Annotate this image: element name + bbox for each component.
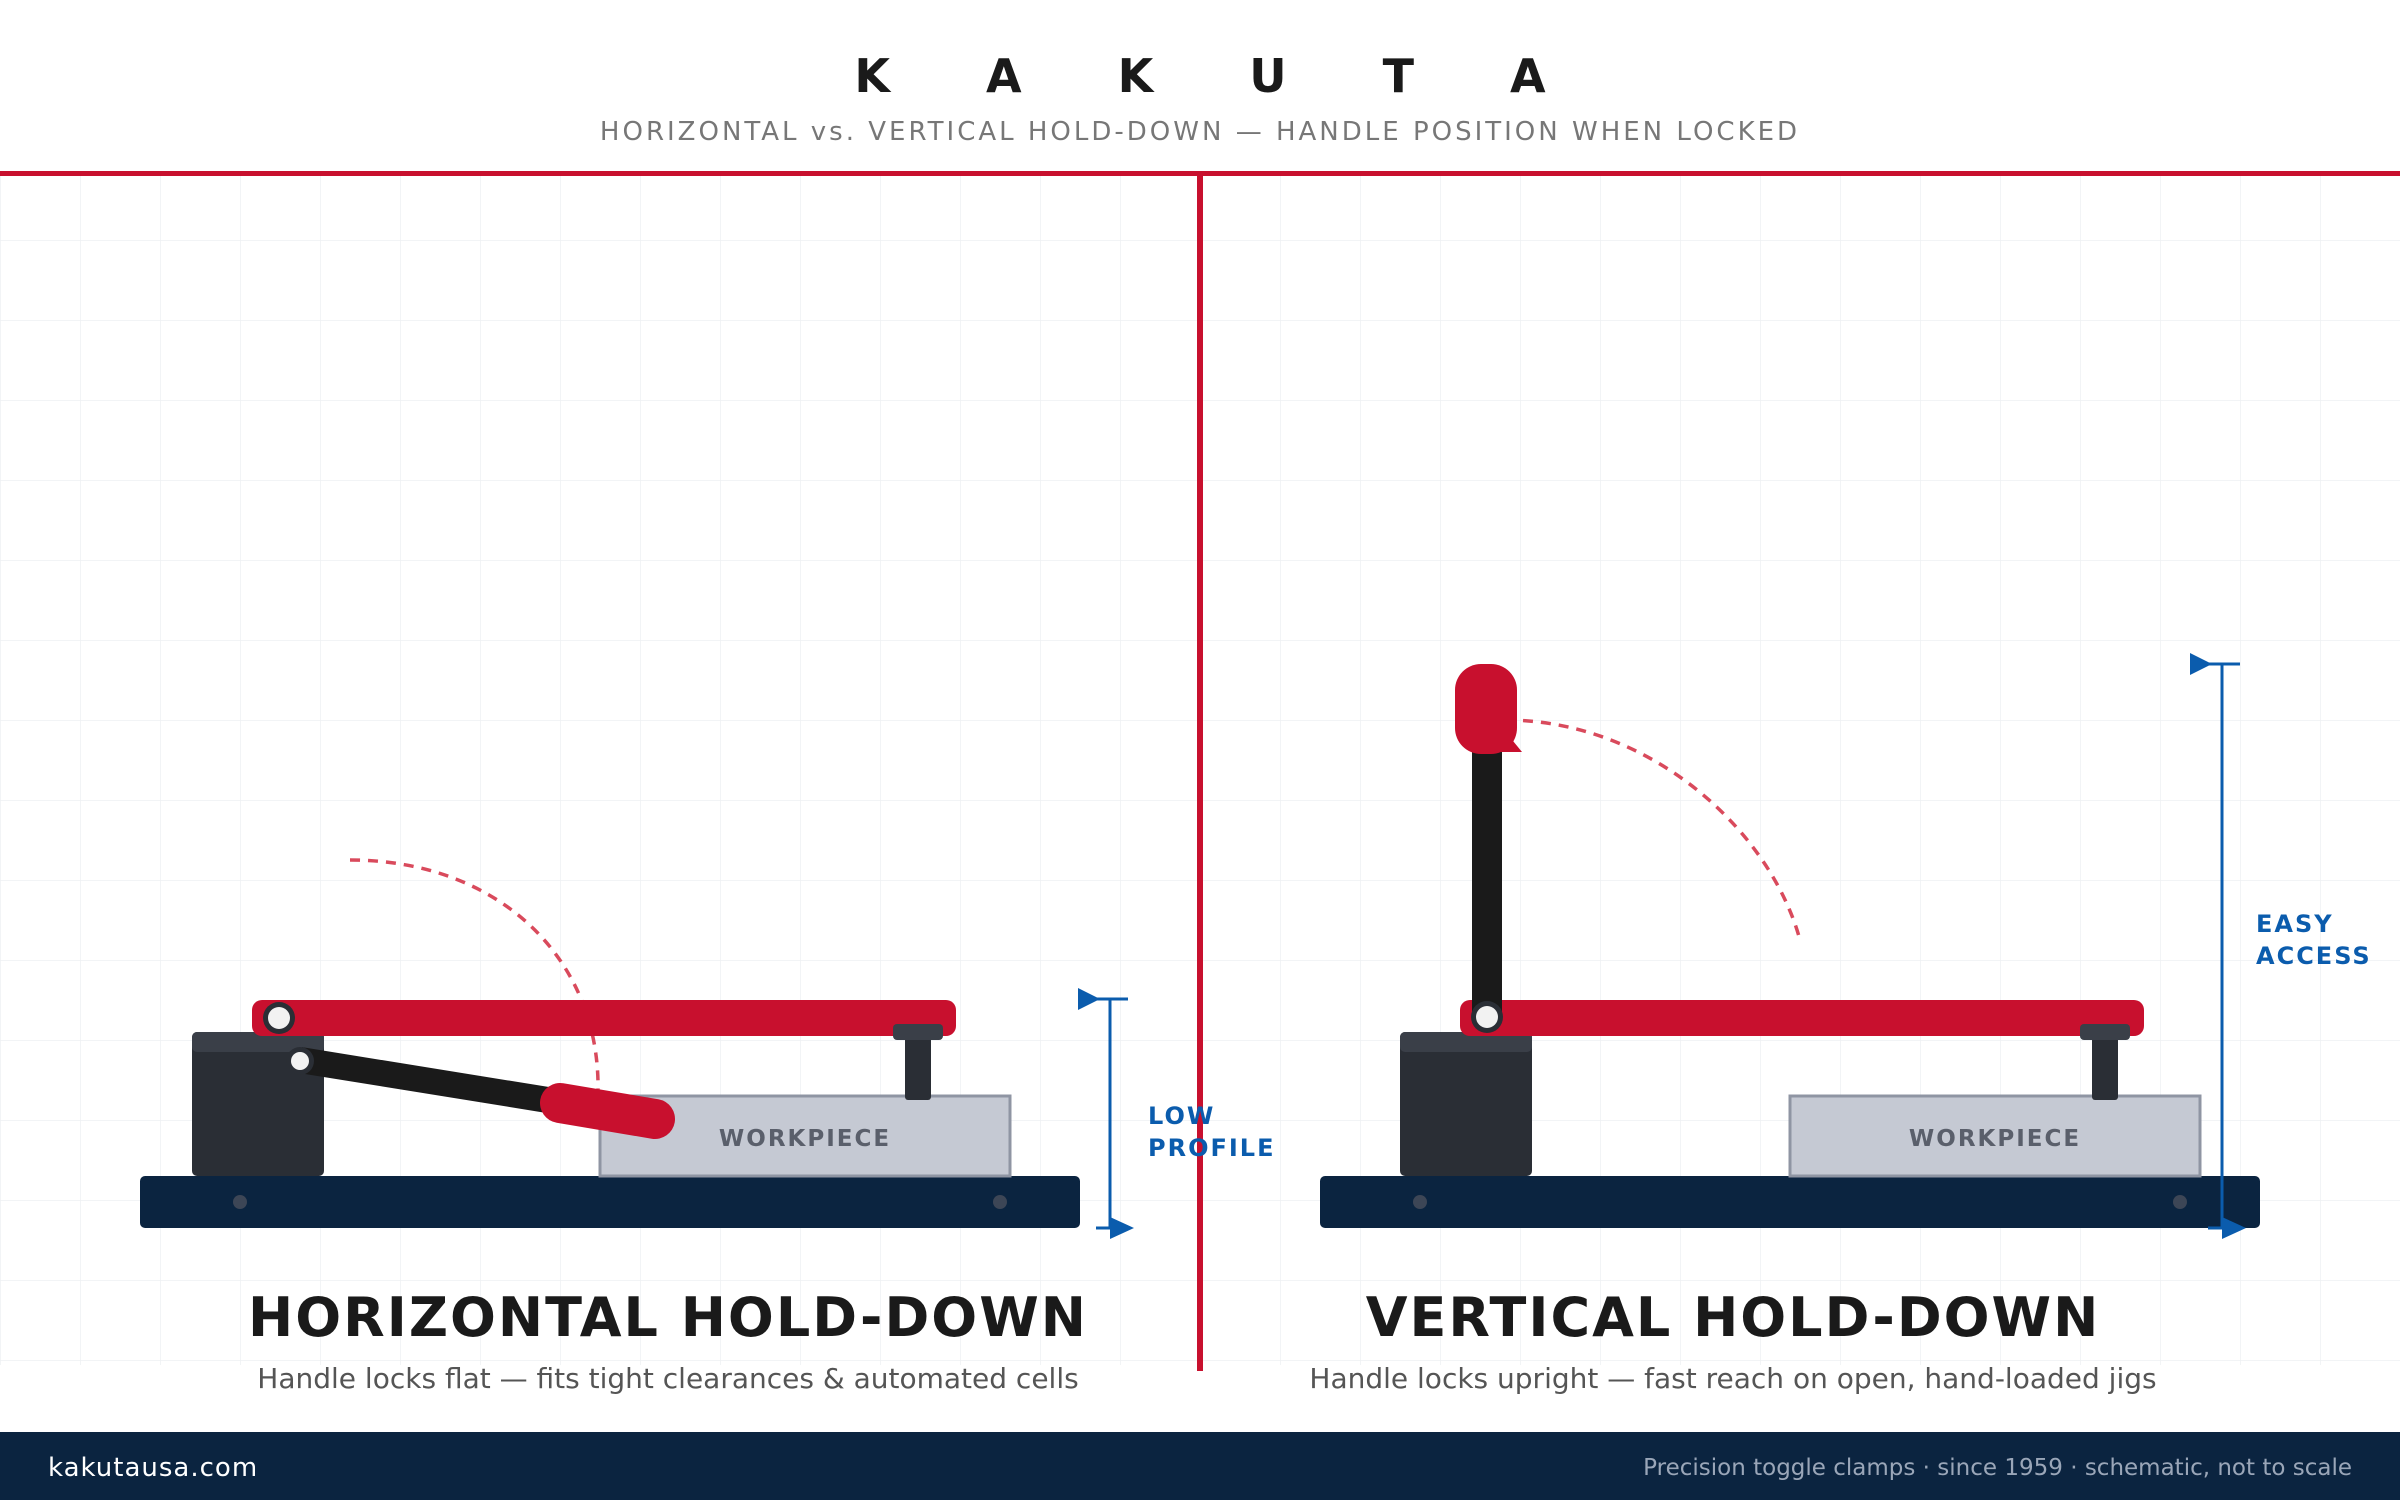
mounting-bolt	[1413, 1195, 1427, 1209]
clamp-body-top	[1400, 1032, 1532, 1052]
easy-access-dimension	[2190, 653, 2246, 1239]
panel-subtitle: Handle locks upright — fast reach on ope…	[1309, 1362, 2156, 1395]
mounting-bolt	[993, 1195, 1007, 1209]
handle-swing-arc	[349, 858, 600, 1091]
dimension-arrow-icon	[1110, 1217, 1134, 1239]
dimension-label-line2: ACCESS	[2256, 942, 2372, 970]
dimension-label-line2: PROFILE	[1148, 1134, 1275, 1162]
dimension-label-line1: EASY	[2256, 910, 2334, 938]
clamp-body	[1400, 1032, 1532, 1176]
handle-swing-arc	[1504, 718, 1802, 941]
mounting-bolt	[233, 1195, 247, 1209]
workpiece-label: WORKPIECE	[719, 1126, 891, 1152]
footer: kakutausa.com Precision toggle clamps · …	[0, 1432, 2400, 1500]
mounting-bolt	[2173, 1195, 2187, 1209]
footer-note: Precision toggle clamps · since 1959 · s…	[1643, 1455, 2352, 1481]
handle-grip-tip	[1500, 725, 1522, 752]
base-plate	[140, 1176, 1080, 1228]
page-subtitle: HORIZONTAL vs. VERTICAL HOLD-DOWN — HAND…	[600, 117, 1800, 147]
handle-pivot-pin	[291, 1052, 309, 1070]
workpiece	[1788, 1094, 2202, 1178]
vertical-panel: WORKPIECE EASY ACCESS VERTICAL HOLD-D	[1309, 653, 2372, 1395]
footer-bar	[0, 1432, 2400, 1500]
panel-title: HORIZONTAL HOLD-DOWN	[248, 1286, 1088, 1349]
panel-subtitle: Handle locks flat — fits tight clearance…	[257, 1362, 1078, 1395]
panel-title: VERTICAL HOLD-DOWN	[1366, 1286, 2101, 1349]
clamp-arm	[1460, 1000, 2144, 1036]
header-rule	[0, 171, 2400, 176]
dimension-arrow-icon	[1078, 988, 1100, 1010]
clamp-arm	[252, 1000, 956, 1036]
dimension-label: EASY ACCESS	[2256, 910, 2372, 970]
spindle	[905, 1032, 931, 1100]
brand-wordmark: K A K U T A	[854, 49, 1585, 103]
handle-grip	[540, 1083, 675, 1139]
header: K A K U T A HORIZONTAL vs. VERTICAL HOLD…	[600, 49, 1800, 147]
workpiece-label: WORKPIECE	[1909, 1126, 2081, 1152]
center-divider	[1197, 176, 1203, 1371]
spindle-nut	[893, 1024, 943, 1040]
clamp-body-top	[192, 1032, 324, 1052]
dimension-arrow-icon	[2190, 653, 2212, 675]
arm-pivot-pin	[268, 1007, 290, 1029]
handle-lever	[297, 1047, 563, 1115]
handle-lever	[1472, 730, 1502, 1020]
spindle	[2092, 1032, 2118, 1100]
dimension-arrow-icon	[2222, 1217, 2246, 1239]
horizontal-panel: WORKPIECE LOW PROFILE HORIZONTAL	[140, 858, 1275, 1395]
footer-website-link[interactable]: kakutausa.com	[48, 1453, 258, 1483]
dimension-label-line1: LOW	[1148, 1102, 1215, 1130]
base-plate	[1320, 1176, 2260, 1228]
arm-pivot-pin	[1476, 1006, 1498, 1028]
spindle-nut	[2080, 1024, 2130, 1040]
low-profile-dimension	[1078, 988, 1134, 1239]
dimension-label: LOW PROFILE	[1148, 1102, 1275, 1162]
